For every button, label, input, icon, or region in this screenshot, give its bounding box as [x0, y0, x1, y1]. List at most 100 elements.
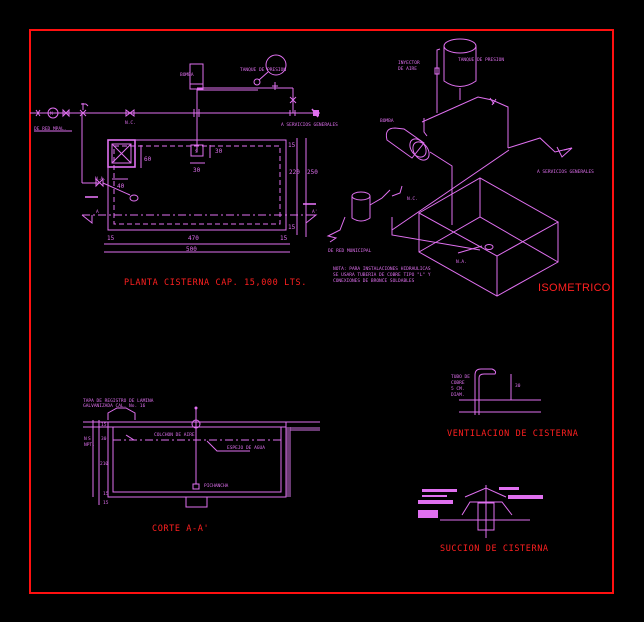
earth-hatch-top: [290, 427, 320, 431]
dim-15-top: 15: [288, 142, 296, 149]
sump-pit: [185, 496, 208, 508]
vent-pipe-icon: [474, 368, 497, 415]
float-ball-icon: [129, 194, 139, 202]
iso-suction-pipe: [429, 151, 453, 225]
gauge-leader: [258, 71, 269, 81]
iso-meter-pipe: [369, 189, 391, 206]
dim-40: 40: [117, 183, 125, 190]
dim-60: 60: [144, 156, 152, 163]
section-dim-15b: 15: [103, 491, 109, 497]
iso-service-arrow-icon: [556, 146, 573, 158]
iso-pump-flange: [409, 138, 427, 158]
cistern-inner-wall: [113, 145, 281, 225]
vent-tubo-4: DIAM.: [451, 392, 465, 398]
suction-label-bar-2: [422, 495, 447, 497]
section-tapa-label-1: TAPA DE REGISTRO DE LAMINA: [83, 398, 154, 404]
section-dim-15a: 15: [101, 422, 107, 428]
iso-nc-label: N.C.: [407, 196, 418, 202]
dim-250: 250: [307, 169, 318, 176]
isometric-view: TANQUE DE PRESION INYECTOR DE AIRE A SER…: [326, 38, 611, 297]
union-icon: [193, 109, 200, 117]
pichancha-icon: [192, 483, 200, 490]
section-outer-wall: [107, 422, 287, 498]
iso-inyector-label-1: INYECTOR: [398, 60, 420, 66]
nc-valve-icon: [125, 109, 135, 117]
iso-pump-icon: [412, 141, 430, 161]
union-icon-2: [289, 110, 296, 116]
iso-feed-pipe: [391, 149, 510, 231]
pressure-tank-icon: [265, 54, 287, 76]
section-colchon-label: COLCHON DE AIRE: [154, 432, 195, 438]
water-meter-icon: [47, 107, 59, 119]
plan-view: M N.C. DE RED MPAL. A SERVICIOS GENERALE…: [30, 54, 338, 288]
iso-cistern-hidden: [418, 178, 559, 263]
dim-30-h: 30: [193, 167, 201, 174]
iso-pump-body: [385, 127, 425, 159]
manhole-lid-icon: [107, 407, 136, 420]
suction-label-bar-6: [508, 495, 543, 499]
tee-valve-icon: [79, 109, 87, 117]
ventilation-detail: TUBO DE COBRE 5 CM. DIAM. 30 VENTILACION…: [447, 368, 578, 439]
manhole-cross: [111, 143, 132, 164]
dim-15-left: 15: [107, 235, 115, 242]
vent-tubo-3: 5 CM.: [451, 386, 465, 392]
meter-m: M: [50, 111, 53, 117]
iso-note-line-3: CONEXIONES DE BRONCE SOLDABLES: [333, 278, 415, 284]
plan-bomba-label: BOMBA: [180, 72, 194, 78]
iso-tanque-label: TANQUE DE PRESION: [458, 57, 504, 63]
manhole-icon: [107, 139, 136, 168]
plan-de-red-label: DE RED MPAL.: [34, 126, 67, 132]
dim-500: 500: [186, 246, 197, 253]
iso-a-servicios-label: A SERVICIOS GENERALES: [537, 169, 594, 175]
suction-s: S: [195, 149, 198, 155]
na-valve-icon: [95, 177, 104, 188]
section-arrow-left: [81, 214, 93, 225]
section-pichancha-label: PICHANCHA: [204, 483, 229, 489]
section-npt-1: N: [84, 436, 87, 442]
iso-note-line-2: SE USARA TUBERIA DE COBRE TIPO "L" Y: [333, 272, 431, 278]
suction-label-bar-3: [418, 500, 453, 504]
plan-na-label: N.A.: [95, 176, 106, 182]
iso-injector-pipe: [436, 48, 441, 113]
section-pipe-sleeve-icon: [191, 419, 201, 429]
float-leader: [125, 434, 135, 441]
section-npt-2: S: [88, 436, 91, 442]
vent-dim-30: 30: [515, 383, 521, 389]
suction-box: [190, 144, 204, 157]
manhole-inner: [111, 143, 132, 164]
iso-pump-pipe: [423, 118, 428, 137]
iso-feed-pipe-2: [391, 217, 481, 251]
suction-sleeve-icon: [477, 502, 495, 531]
vent-tubo-2: COBRE: [451, 380, 465, 386]
dim-15-right: 15: [280, 235, 288, 242]
plan-title: PLANTA CISTERNA CAP. 15,000 LTS.: [124, 278, 307, 288]
section-arrow-right: [305, 214, 318, 225]
plan-nc-label: N.C.: [125, 120, 136, 126]
iso-note-line-1: NOTA: PARA INSTALACIONES HIDRAULICAS: [333, 266, 431, 272]
suction-detail: SUCCION DE CISTERNA: [418, 485, 548, 554]
section-inner-wall: [112, 426, 282, 493]
suction-label-bar-4: [418, 510, 438, 518]
check-valve-icon-2: [289, 96, 297, 104]
iso-pressure-tank-top: [443, 38, 477, 54]
plan-a-servicios-label: A SERVICIOS GENERALES: [281, 122, 338, 128]
plan-tanque-label: TANQUE DE PRESION: [240, 67, 286, 73]
section-tapa-label-2: GALVANIZADA CAL. No. 16: [83, 403, 146, 409]
dim-30-v: 30: [215, 148, 223, 155]
suction-label-bar-5: [499, 487, 519, 490]
section-npt-3: NPT.: [84, 442, 95, 448]
section-a-label: A: [96, 209, 99, 215]
iso-manifold-pipe: [421, 96, 509, 148]
iso-meter-icon: [351, 196, 371, 222]
earth-hatch-right: [286, 427, 291, 497]
dim-220: 220: [289, 169, 300, 176]
dim-15-bottom: 15: [288, 224, 296, 231]
section-title: CORTE A-A': [152, 524, 209, 534]
pipe-end-cap: [313, 110, 319, 116]
check-valve-icon: [35, 109, 41, 117]
suction-label-bar-1: [422, 489, 457, 492]
pipe-top-node: [194, 406, 198, 410]
tank-valve-icon: [272, 82, 278, 90]
